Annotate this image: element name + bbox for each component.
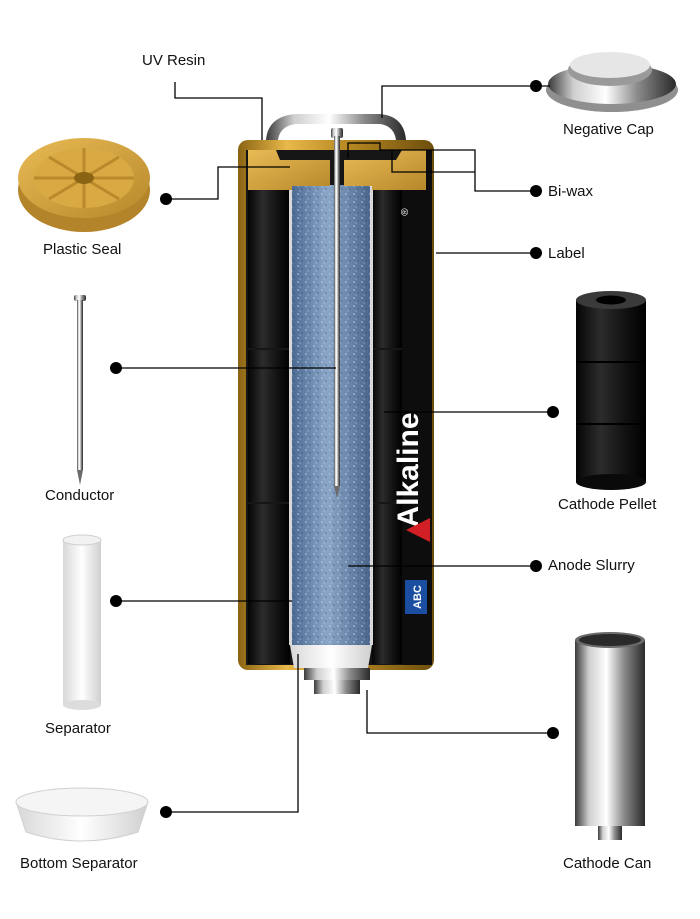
leader-bottom-separator <box>166 654 298 812</box>
label-cathode-can: Cathode Can <box>563 855 651 872</box>
bottom-separator-rim <box>16 788 148 816</box>
cathode-pellet-bottom <box>576 474 646 490</box>
cathode-can-nub <box>598 826 622 840</box>
cathode-can-inside <box>579 634 641 646</box>
cathode-pellet-body <box>576 300 646 482</box>
plastic-seal-hub <box>74 172 94 184</box>
label-conductor: Conductor <box>45 487 114 504</box>
dot-bottom-separator <box>160 806 172 818</box>
pellet-left-1 <box>248 188 290 348</box>
dot-cathode-can <box>547 727 559 739</box>
dot-label <box>530 247 542 259</box>
separator-part <box>63 535 101 710</box>
dot-separator <box>110 595 122 607</box>
dot-anode-slurry <box>530 560 542 572</box>
label-bi-wax: Bi-wax <box>548 183 593 200</box>
negative-cap-part <box>546 52 678 112</box>
bottom-separator-part <box>16 788 148 841</box>
separator-tube-bottom <box>63 700 101 710</box>
dot-cathode-pellet <box>547 406 559 418</box>
dot-plastic-seal <box>160 193 172 205</box>
conductor-shaft <box>334 136 340 486</box>
label-bottom-separator: Bottom Separator <box>20 855 138 872</box>
cathode-pellet-hole <box>596 296 626 305</box>
pellet-left-2 <box>248 350 290 502</box>
plastic-seal-part <box>18 138 150 232</box>
cathode-pellet-part <box>576 291 646 490</box>
separator-tube-body <box>63 540 101 705</box>
registered-mark: ® <box>400 208 411 216</box>
abc-logo-text: ABC <box>412 585 424 609</box>
label-plastic-seal: Plastic Seal <box>43 241 121 258</box>
anode-slurry-texture <box>292 185 370 645</box>
brand-wordmark: Alkaline <box>392 412 425 527</box>
label-negative-cap: Negative Cap <box>563 121 654 138</box>
label-anode-slurry: Anode Slurry <box>548 557 635 574</box>
positive-nub <box>314 680 360 694</box>
cathode-can-part <box>575 632 645 840</box>
battery-cutaway: ABC Alkaline ® <box>238 114 434 694</box>
conductor-part-tip <box>77 470 83 485</box>
dot-conductor <box>110 362 122 374</box>
leader-cathode-can <box>367 690 553 733</box>
cathode-can-body <box>575 640 645 826</box>
pellet-left-3 <box>248 504 290 664</box>
separator-wall-right <box>370 185 373 645</box>
separator-tube-top <box>63 535 101 545</box>
dot-negative-cap <box>530 80 542 92</box>
bottom-separator-cutaway <box>290 645 372 668</box>
label-uv-resin: UV Resin <box>142 52 205 69</box>
leader-uv-resin <box>175 82 262 140</box>
positive-nub-ring <box>304 668 370 680</box>
label-separator: Separator <box>45 720 111 737</box>
label-cathode-pellet: Cathode Pellet <box>558 496 656 513</box>
conductor-part <box>74 295 86 485</box>
separator-wall-left <box>289 185 292 645</box>
pellet-right-1 <box>372 188 402 348</box>
conductor-part-shaft <box>77 300 83 470</box>
leader-negative-cap <box>382 86 550 118</box>
negative-cap-dome-top <box>570 52 650 78</box>
dot-bi-wax <box>530 185 542 197</box>
label-label: Label <box>548 245 585 262</box>
